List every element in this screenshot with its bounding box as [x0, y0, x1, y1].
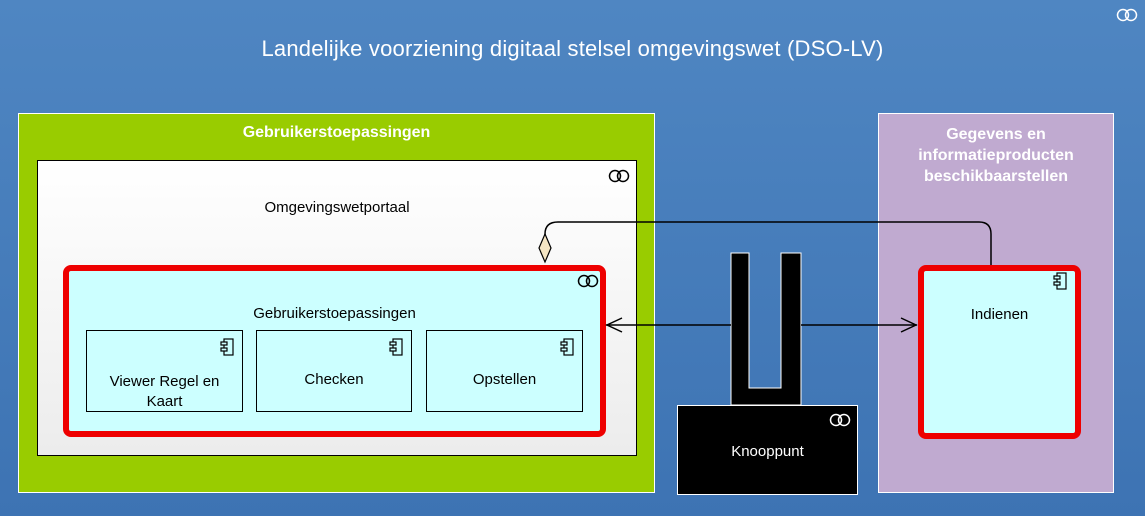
service-icon: [829, 413, 851, 427]
component-label-line-1: Viewer Regel en: [109, 373, 220, 390]
knooppunt-connector-shape: [730, 252, 802, 406]
component-checken[interactable]: Checken: [256, 330, 412, 412]
applications-label: Gebruikerstoepassingen: [253, 305, 416, 322]
group-gegevens-label-line-3: beschikbaarstellen: [923, 168, 1069, 185]
component-opstellen[interactable]: Opstellen: [426, 330, 583, 412]
service-icon: [1116, 8, 1138, 22]
group-gegevens-label-line-2: informatieproducten: [918, 147, 1074, 164]
diagram-title: Landelijke voorziening digitaal stelsel …: [261, 36, 884, 61]
node-knooppunt[interactable]: Knooppunt: [677, 405, 858, 495]
portal-label: Omgevingswetportaal: [264, 199, 410, 216]
service-indienen[interactable]: Indienen: [918, 265, 1081, 439]
service-indienen-label: Indienen: [970, 306, 1029, 323]
service-icon: [577, 274, 599, 288]
service-icon: [608, 169, 630, 183]
component-icon: [1053, 272, 1067, 290]
group-gebruikerstoepassingen-label: Gebruikerstoepassingen: [242, 124, 431, 141]
group-gegevens-label-line-1: Gegevens en: [946, 126, 1046, 143]
component-icon: [220, 338, 234, 356]
component-icon: [560, 338, 574, 356]
component-icon: [389, 338, 403, 356]
group-gegevens-label: Gegevens en informatieproducten beschikb…: [879, 124, 1113, 187]
component-label-line-2: Kaart: [146, 393, 183, 410]
component-viewer-regel-en-kaart[interactable]: Viewer Regel en Kaart: [86, 330, 243, 412]
node-knooppunt-label: Knooppunt: [731, 443, 804, 460]
component-label: Checken: [304, 371, 364, 388]
component-label: Opstellen: [472, 371, 537, 388]
